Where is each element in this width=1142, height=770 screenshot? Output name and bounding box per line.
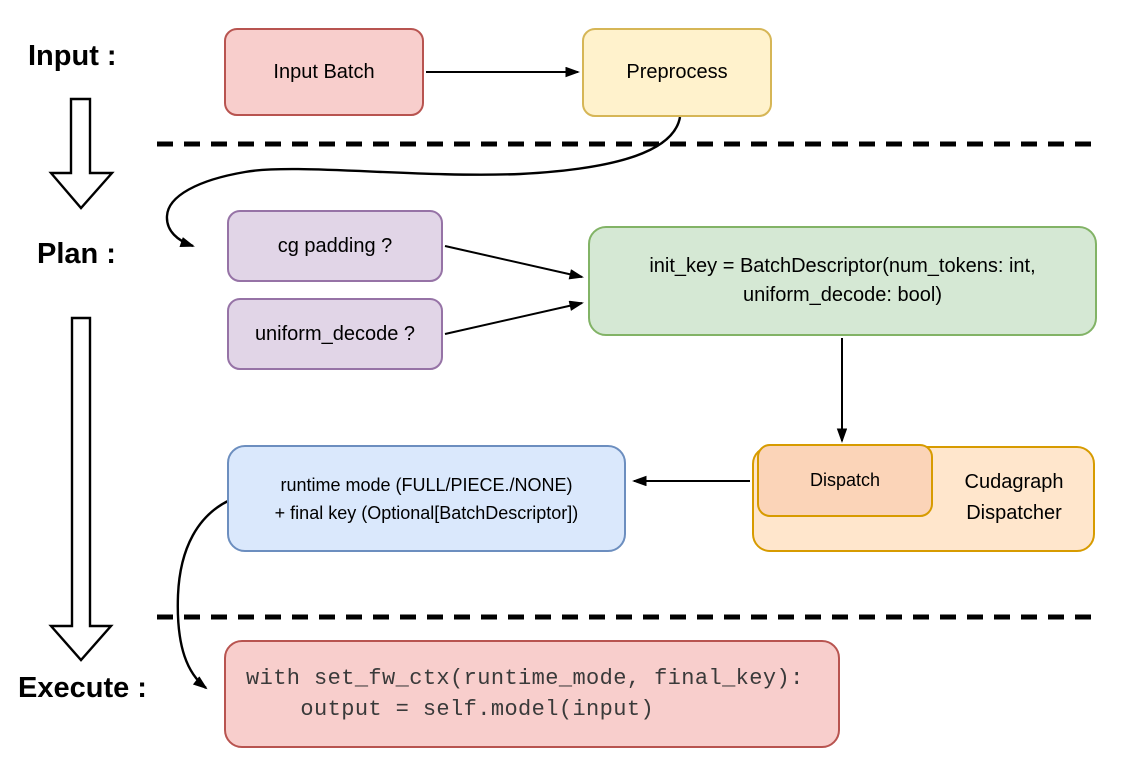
connector-preprocess-to-cg-padding — [165, 116, 682, 248]
node-runtime-mode-final-key: runtime mode (FULL/PIECE./NONE) + final … — [227, 445, 626, 552]
node-dispatch-label: Dispatch — [809, 470, 881, 490]
flow-arrow-plan-to-execute — [48, 316, 114, 662]
node-cg-padding: cg padding ? — [227, 210, 443, 282]
section-label-plan: Plan : — [37, 238, 116, 270]
node-uniform-decode: uniform_decode ? — [227, 298, 443, 370]
section-label-execute: Execute : — [18, 672, 147, 704]
connector-cg-padding-to-init-key — [444, 245, 582, 277]
node-dispatch: Dispatch — [757, 444, 933, 517]
node-preprocess-label: Preprocess — [626, 61, 728, 83]
execute-code-line1: with set_fw_ctx(runtime_mode, final_key)… — [246, 666, 804, 691]
cudagraph-label-line2: Dispatcher — [966, 502, 1062, 524]
node-runtime-mode-line2: + final key (Optional[BatchDescriptor]) — [274, 502, 579, 523]
node-init-key: init_key = BatchDescriptor(num_tokens: i… — [588, 226, 1097, 336]
connector-uniform-decode-to-init-key — [444, 303, 582, 335]
node-execute-code: with set_fw_ctx(runtime_mode, final_key)… — [224, 640, 840, 748]
node-init-key-line2: uniform_decode: bool) — [742, 284, 942, 306]
node-init-key-line1: init_key = BatchDescriptor(num_tokens: i… — [649, 255, 1036, 277]
execute-code-line2: output = self.model(input) — [246, 697, 655, 722]
node-cudagraph-dispatcher-label: Cudagraph Dispatcher — [935, 467, 1093, 529]
node-input-batch-label: Input Batch — [273, 60, 375, 83]
node-preprocess: Preprocess — [582, 28, 772, 117]
section-label-input: Input : — [28, 40, 117, 72]
connector-runtime-mode-to-execute-code — [176, 498, 231, 688]
node-cg-padding-label: cg padding ? — [277, 234, 393, 257]
cudagraph-label-line1: Cudagraph — [964, 471, 1064, 493]
node-uniform-decode-label: uniform_decode ? — [254, 322, 416, 345]
flow-arrow-input-to-plan — [48, 97, 115, 210]
node-input-batch: Input Batch — [224, 28, 424, 116]
node-runtime-mode-line1: runtime mode (FULL/PIECE./NONE) — [280, 474, 573, 495]
